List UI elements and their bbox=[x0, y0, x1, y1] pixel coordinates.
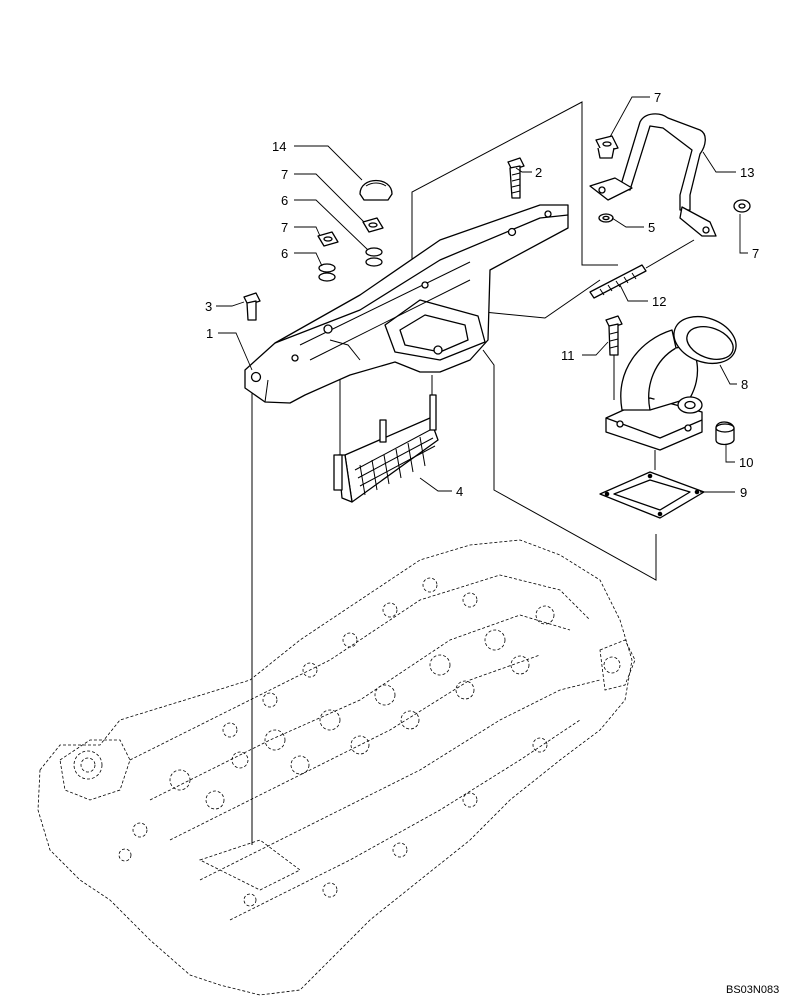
callout-12: 12 bbox=[652, 294, 666, 309]
callout-7: 7 bbox=[752, 246, 759, 261]
nut-7-left bbox=[317, 231, 339, 247]
bolt-3 bbox=[243, 292, 261, 321]
alignment-lines bbox=[251, 101, 657, 845]
callout-labels: 1 2 3 4 5 6 6 7 7 7 7 8 9 10 11 12 13 14 bbox=[205, 90, 759, 500]
pipe-13 bbox=[589, 113, 717, 237]
figure-code: BS03N083 bbox=[726, 984, 779, 996]
callout-11: 11 bbox=[561, 348, 575, 363]
callout-7: 7 bbox=[281, 167, 288, 182]
callout-leaders bbox=[216, 96, 748, 493]
callout-6: 6 bbox=[281, 193, 288, 208]
intake-manifold-cover bbox=[244, 204, 569, 404]
grommet-6-upper bbox=[365, 247, 383, 267]
callout-1: 1 bbox=[206, 326, 213, 341]
callout-7: 7 bbox=[281, 220, 288, 235]
callout-13: 13 bbox=[740, 165, 754, 180]
grommet-6-left bbox=[318, 263, 336, 282]
washer-5 bbox=[598, 213, 614, 223]
callout-2: 2 bbox=[535, 165, 542, 180]
bolt-2 bbox=[507, 157, 525, 199]
callout-3: 3 bbox=[205, 299, 212, 314]
cap-14 bbox=[359, 180, 393, 201]
callout-14: 14 bbox=[272, 139, 286, 154]
stud-12 bbox=[589, 239, 695, 299]
callout-5: 5 bbox=[648, 220, 655, 235]
nut-7-pipe-top bbox=[595, 135, 619, 159]
intake-elbow-8 bbox=[605, 315, 737, 470]
nut-7-upper bbox=[362, 217, 384, 233]
grid-heater bbox=[333, 394, 439, 503]
callout-10: 10 bbox=[739, 455, 753, 470]
cylinder-head bbox=[37, 539, 636, 996]
plug-10 bbox=[715, 421, 735, 446]
callout-6: 6 bbox=[281, 246, 288, 261]
bolt-11 bbox=[605, 315, 623, 400]
callout-9: 9 bbox=[740, 485, 747, 500]
callout-8: 8 bbox=[741, 377, 748, 392]
callout-4: 4 bbox=[456, 484, 463, 499]
nut-7-pipe-end bbox=[733, 199, 751, 213]
callout-7: 7 bbox=[654, 90, 661, 105]
gasket-9 bbox=[599, 471, 705, 519]
